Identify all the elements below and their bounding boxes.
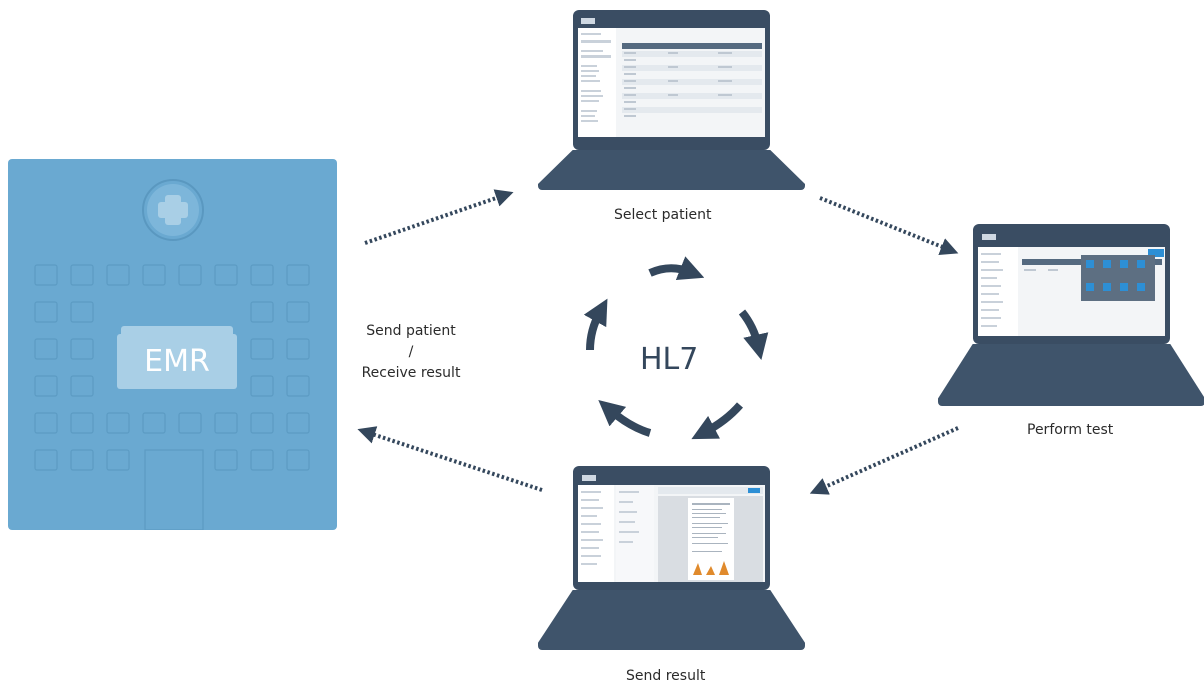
receive-result-text: Receive result (361, 365, 461, 381)
test-selection-screenshot (978, 229, 1165, 336)
laptop-send-result-screen (573, 466, 770, 590)
arrow-select-to-test (819, 196, 959, 256)
cycle-arrow-4 (598, 400, 652, 437)
slash-text: / (408, 344, 414, 360)
cycle-arrow-5 (583, 298, 608, 351)
cycle-arrow-3 (691, 402, 744, 440)
patient-list-display (578, 15, 765, 137)
building-windows (34, 179, 310, 530)
perform-test-label: Perform test (1027, 422, 1114, 438)
laptop-send-result-base (538, 590, 805, 650)
laptop-perform-test-base (938, 344, 1204, 406)
laptop-select-patient-base (538, 150, 805, 190)
patient-list-screenshot (578, 15, 765, 137)
laptop-select-patient-screen (573, 10, 770, 150)
cycle-arrow-1 (648, 256, 705, 281)
send-patient-text: Send patient (366, 323, 456, 339)
emr-label: EMR (117, 334, 237, 389)
select-patient-label: Select patient (614, 207, 712, 223)
cycle-arrow-2 (738, 309, 769, 360)
laptop-perform-test-screen (973, 224, 1170, 344)
arrow-result-to-emr (357, 426, 543, 492)
result-report-screenshot (578, 471, 765, 582)
cross-horizontal (158, 202, 188, 218)
arrow-emr-to-select (364, 189, 514, 245)
hl7-label: HL7 (640, 342, 699, 377)
test-selection-display (978, 229, 1165, 336)
send-result-label: Send result (626, 668, 706, 684)
result-report-display (578, 471, 765, 582)
send-receive-label: Send patient / Receive result (356, 321, 466, 384)
emr-building: EMR (8, 159, 337, 530)
arrow-test-to-result (809, 426, 959, 495)
